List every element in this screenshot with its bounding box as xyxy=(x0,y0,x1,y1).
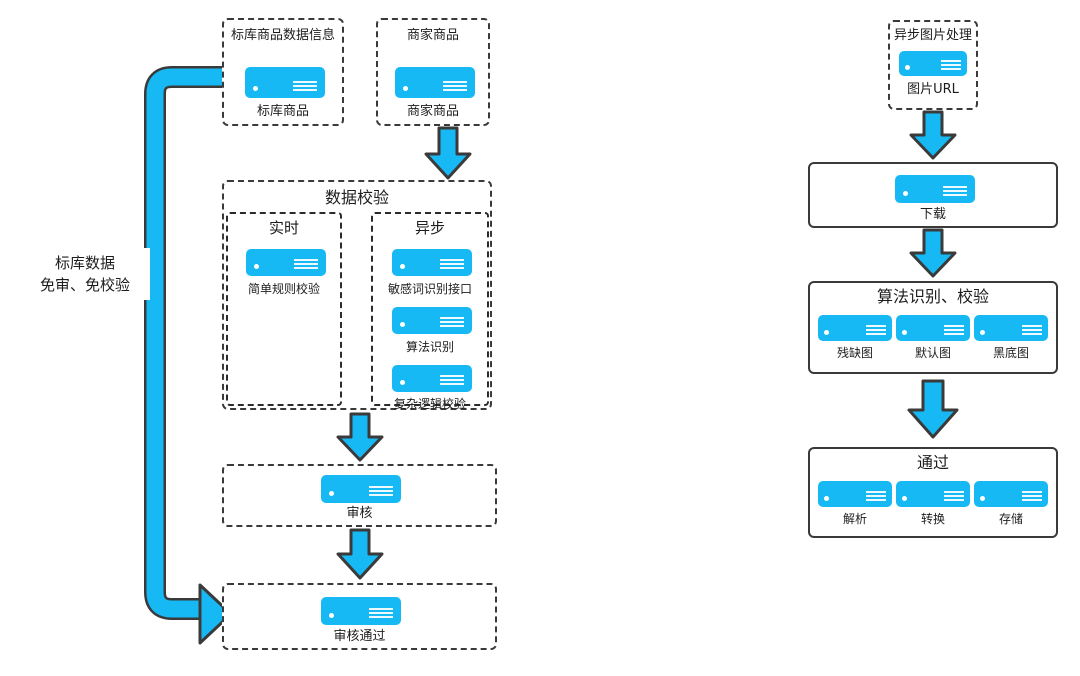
group-async-title: 异步 xyxy=(414,219,445,237)
server-icon xyxy=(392,307,472,334)
arrow-url-to-download xyxy=(909,110,957,160)
node-store-caption: 存储 xyxy=(998,512,1023,526)
node-damaged-image-caption: 残缺图 xyxy=(836,346,873,360)
node-download-caption: 下载 xyxy=(919,207,946,222)
server-icon xyxy=(321,475,401,503)
node-standard-product-title: 标库商品数据信息 xyxy=(230,28,335,43)
arrow-download-to-algorithm xyxy=(909,228,957,278)
node-review-approved[interactable]: 审核通过 xyxy=(222,583,497,650)
node-review-caption: 审核 xyxy=(346,506,373,521)
server-icon xyxy=(392,249,472,276)
server-icon xyxy=(395,67,475,98)
node-algorithm-recognition-caption: 算法识别 xyxy=(405,340,454,354)
server-icon xyxy=(974,315,1048,341)
server-icon xyxy=(392,365,472,392)
node-standard-product[interactable]: 标库商品数据信息 标库商品 xyxy=(222,18,344,126)
node-review-approved-caption: 审核通过 xyxy=(333,629,386,644)
bypass-note-line2: 免审、免校验 xyxy=(39,276,130,294)
bypass-note-line1: 标库数据 xyxy=(54,254,115,272)
node-review[interactable]: 审核 xyxy=(222,464,497,527)
server-icon xyxy=(818,315,892,341)
node-sensitive-word-api-caption: 敏感词识别接口 xyxy=(387,282,472,296)
node-merchant-product-caption: 商家商品 xyxy=(406,104,459,119)
group-pass[interactable]: 通过 解析 转换 存储 xyxy=(808,447,1058,538)
node-image-url-caption: 图片URL xyxy=(907,82,959,97)
node-complex-logic-check-caption: 复杂逻辑校验 xyxy=(393,397,466,411)
group-async-validation[interactable]: 异步 敏感词识别接口 算法识别 复杂逻辑校验 xyxy=(371,212,489,411)
node-async-image-processing-title: 异步图片处理 xyxy=(893,28,972,43)
node-merchant-product[interactable]: 商家商品 商家商品 xyxy=(376,18,490,126)
server-icon xyxy=(245,67,325,98)
node-parse-caption: 解析 xyxy=(842,512,867,526)
server-icon xyxy=(896,481,970,507)
group-realtime-title: 实时 xyxy=(268,219,299,237)
group-algorithm-recognition-title: 算法识别、校验 xyxy=(876,287,989,306)
group-algorithm-recognition[interactable]: 算法识别、校验 残缺图 默认图 黑底图 xyxy=(808,281,1058,374)
node-simple-rule-check-caption: 简单规则校验 xyxy=(247,282,320,296)
server-icon xyxy=(321,597,401,625)
bypass-note-label: 标库数据 免审、免校验 xyxy=(20,248,150,300)
arrow-merchant-to-validation xyxy=(424,126,472,180)
server-icon xyxy=(895,175,975,203)
node-download[interactable]: 下载 xyxy=(808,162,1058,228)
node-transform-caption: 转换 xyxy=(920,512,945,526)
node-async-image-processing[interactable]: 异步图片处理 图片URL xyxy=(888,20,978,110)
server-icon xyxy=(899,51,967,76)
arrow-algorithm-to-pass xyxy=(907,379,959,439)
server-icon xyxy=(246,249,326,276)
node-standard-product-caption: 标库商品 xyxy=(256,104,309,119)
node-default-image-caption: 默认图 xyxy=(914,346,951,360)
node-merchant-product-title: 商家商品 xyxy=(406,28,459,43)
server-icon xyxy=(896,315,970,341)
server-icon xyxy=(974,481,1048,507)
arrow-review-to-approved xyxy=(336,528,384,580)
group-pass-title: 通过 xyxy=(916,453,949,472)
arrow-validation-to-review xyxy=(336,412,384,462)
server-icon xyxy=(818,481,892,507)
group-data-validation-title: 数据校验 xyxy=(324,188,389,207)
group-realtime-validation[interactable]: 实时 简单规则校验 xyxy=(226,212,342,406)
node-black-background-image-caption: 黑底图 xyxy=(992,346,1029,360)
